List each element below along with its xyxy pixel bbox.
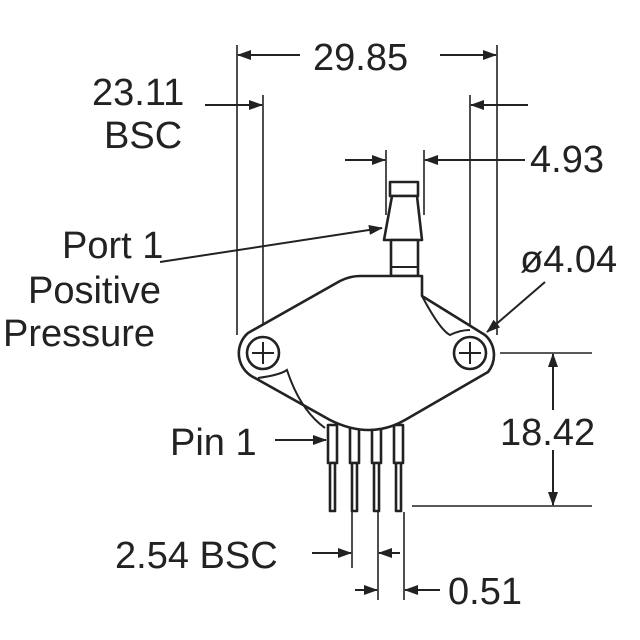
dim-overall-width: 29.85 [313,37,408,79]
dim-hole-diameter: ø4.04 [520,239,617,281]
pin1-label: Pin 1 [170,422,257,464]
mounting-hole-right [452,335,488,371]
port-label-line1: Port 1 [62,225,163,267]
port-label-line3: Pressure [3,313,155,355]
port-stem [389,238,420,278]
sensor-package [237,180,496,513]
port-barb [382,194,424,242]
dimension-arrows [159,50,558,595]
package-outline [237,274,496,432]
port-label-line2: Positive [28,270,161,312]
port-tip [388,180,420,198]
dim-hole-spacing: 23.11 [92,72,184,114]
dim-port-width: 4.93 [530,139,604,181]
dim-pin-length: 18.42 [500,412,595,454]
mounting-hole-left [245,335,281,371]
dim-hole-spacing-bsc: BSC [104,115,182,157]
pins [326,423,405,513]
dim-pin-width: 0.51 [448,571,522,613]
dim-pin-pitch: 2.54 BSC [115,535,278,577]
